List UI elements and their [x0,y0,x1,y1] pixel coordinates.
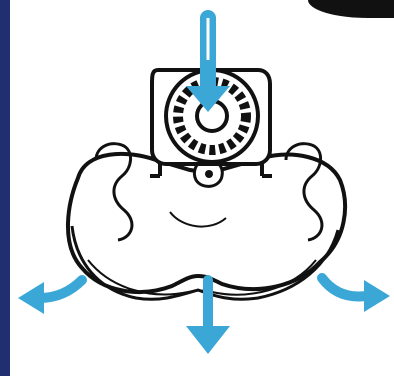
outflow-arrow-left [18,280,82,314]
outflow-arrow-right [322,278,390,312]
